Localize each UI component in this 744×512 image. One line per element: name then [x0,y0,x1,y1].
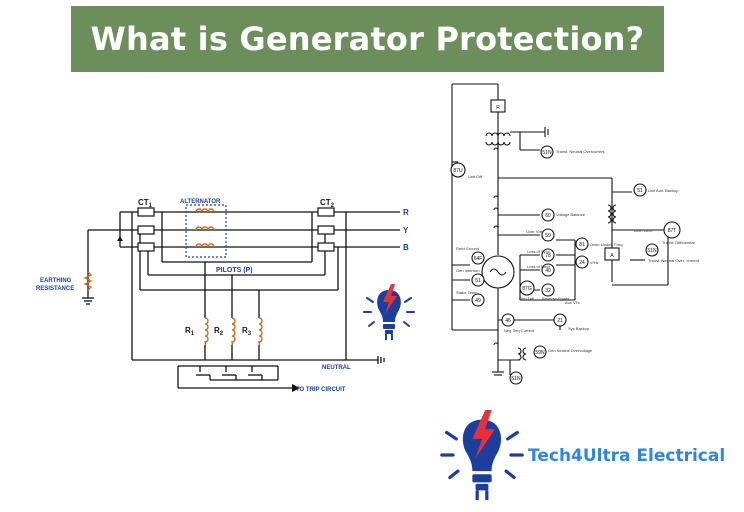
relay-59n: 59N [535,350,545,356]
text-aux-vts: Aux VTs [565,300,580,305]
ct2-label: CT2 [320,198,335,209]
relay-r2-label: R2 [214,326,224,337]
relay-64f: 64F [474,256,483,262]
text-over-volt: Over Volt [526,229,543,234]
text-gen-interturn: Gen Interturn [456,268,480,273]
ct1-label: CT1 [138,198,153,209]
relay-60: 60 [545,213,551,219]
relay-81: 81 [579,242,585,248]
text-field-ground: Field Ground [456,246,479,251]
neutral-label: NEUTRAL [322,365,351,371]
text-gen-neutral-ov: Gen Neutral Overvoltage [548,348,593,353]
trip-circuit-label: TO TRIP CIRCUIT [296,387,346,393]
bulb-logo-large-icon [440,410,524,500]
earthing-label-2: RESISTANCE [36,286,74,292]
text-unit-aux-backup: Unit Aux. Backup [648,188,679,193]
phase-y-label: Y [403,226,409,235]
relay-r1-label: R1 [185,326,195,337]
relay-51-gen: 51 [475,278,481,284]
bulb-logo-small-icon [363,284,415,340]
relay-51-aux: 51 [637,188,643,194]
text-transf-diff: Transf. Differential [662,240,695,245]
relay-78: 78 [545,253,551,259]
relay-87g: 87G [522,286,532,292]
pilots-label: PILOTS (P) [216,267,253,274]
text-over-under-freq: Over/ Under- Freq. [590,242,624,247]
text-loss-sync: Loss of Sync [527,249,550,254]
text-unit-aux: UNIT AUX. [634,228,654,233]
ammeter-label: A [610,253,614,259]
text-trans-neutral-oc: Transf. Neutral Overcurrent [556,149,605,154]
alternator-label: ALTERNATOR [180,199,221,205]
relay-51n-bottom: 51N [511,376,521,382]
title-banner: What is Generator Protection? [71,6,664,72]
text-unit-diff: Unit Diff [468,174,483,179]
text-gen-diff: Gen Diff [519,296,534,301]
text-stator-temp: Stator Temp [456,290,478,295]
text-reverse-power: Reverse Power [542,296,570,301]
relay-24: 24 [579,260,585,266]
phase-b-label: B [403,243,409,252]
text-transf-neutral-oc2: Transf. Neutral Over- current [648,258,700,263]
brand-name: Tech4Ultra Electrical [528,446,726,466]
relay-46: 46 [505,318,511,324]
relay-87u: 87U [453,168,463,174]
breaker-label: R [496,105,500,111]
relay-21: 21 [557,318,563,324]
page-title: What is Generator Protection? [90,20,645,58]
text-loss-field: Loss of Field [527,264,550,269]
relay-51n-top: 51N [542,150,552,156]
relay-59: 59 [545,233,551,239]
relay-r3-label: R3 [242,326,252,337]
relay-49: 49 [475,298,481,304]
text-sys-backup: Sys Backup [568,326,590,331]
relay-51n-aux: 51N [647,248,657,254]
text-neg-seq: Neg Seq Current [504,328,535,333]
text-vhz: V/Hz [590,260,599,265]
phase-r-label: R [403,208,409,217]
relay-87t: 87T [668,228,677,234]
text-voltage-balance: Voltage Balance [556,212,586,217]
relay-32: 32 [545,288,551,294]
earthing-label: EARTHING [40,278,72,284]
relay-40: 40 [545,268,551,274]
